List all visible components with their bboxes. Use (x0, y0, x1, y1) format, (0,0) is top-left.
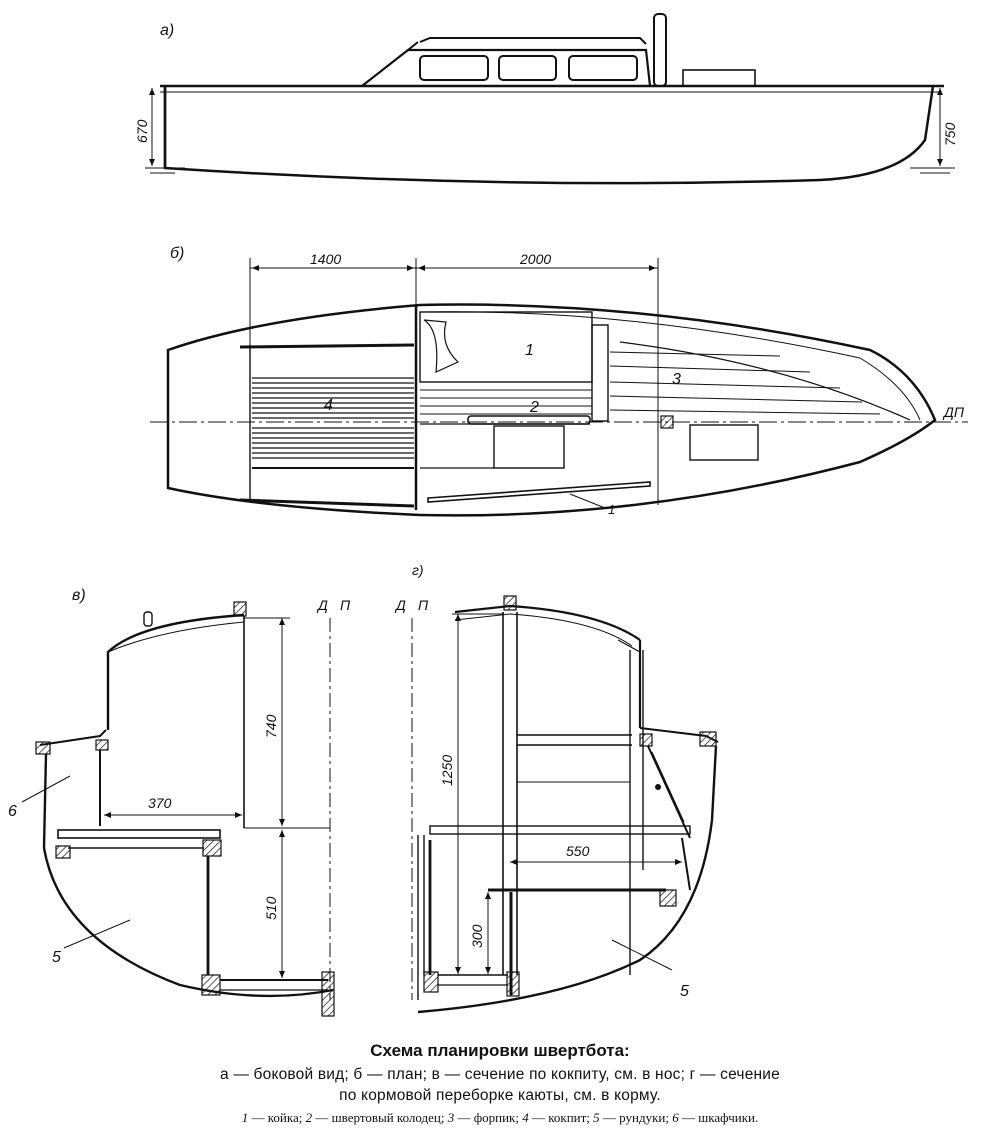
roof-section (454, 604, 641, 641)
cockpit-floor (252, 377, 414, 469)
caption-legend: 1 — койка; 2 — швертовый колодец; 3 — фо… (0, 1110, 1000, 1126)
view-v-label: в) (72, 587, 86, 604)
dim-370: 370 (148, 795, 172, 811)
dim-750: 750 (942, 122, 958, 146)
callout-1-lower: 1 (608, 502, 615, 517)
bunk-lower (427, 481, 651, 503)
hull-section-right (417, 745, 718, 1014)
callout-5-right: 5 (680, 983, 689, 1000)
label-p-right: П (418, 597, 429, 613)
legend-item: 1 — койка; (241, 1110, 306, 1125)
bunk-lower-block (493, 425, 565, 469)
legend-item: 3 — форпик; (447, 1110, 523, 1125)
label-p-left: П (340, 597, 351, 613)
callout-4: 4 (324, 397, 333, 414)
legend-item: 2 — швертовый колодец; (305, 1110, 448, 1125)
dim-2000: 2000 (519, 251, 551, 267)
label-d-right: Д (394, 597, 406, 613)
forepeak (609, 351, 881, 415)
cabinet (39, 729, 107, 746)
hull-outline (166, 303, 937, 517)
callout-2: 2 (529, 399, 539, 416)
cabin-window (419, 55, 489, 81)
dim-1400: 1400 (310, 251, 341, 267)
dim-300: 300 (469, 924, 485, 948)
seat (57, 829, 221, 839)
forward-hatch (689, 424, 759, 461)
mast-stub (653, 13, 667, 87)
view-g-label: г) (412, 562, 424, 578)
hull-section-left (42, 753, 334, 998)
boat-layout-drawing: а) 670 750 б) (8, 13, 968, 1017)
callout-1-upper: 1 (525, 342, 534, 359)
deck-inner (419, 311, 921, 421)
cabin-roof (419, 37, 647, 45)
callout-5-left: 5 (52, 949, 61, 966)
section-aft: г) (411, 562, 719, 1014)
cabin-window (568, 55, 638, 81)
caption-line-2: по кормовой переборке каюты, см. в корму… (339, 1087, 661, 1104)
legend-item: 6 — шкафчики. (672, 1110, 759, 1125)
dim-510: 510 (263, 896, 279, 920)
section-cockpit: в) (21, 587, 335, 1017)
bulkhead (591, 324, 609, 422)
pillow (423, 319, 460, 373)
view-a-label: а) (160, 22, 174, 39)
dim-550: 550 (566, 843, 590, 859)
mast-step (660, 415, 674, 429)
view-b-label: б) (170, 245, 184, 262)
callout-6: 6 (8, 803, 17, 820)
label-d-left: Д (316, 597, 328, 613)
dim-670: 670 (134, 119, 150, 143)
callout-3: 3 (672, 371, 681, 388)
legend-item: 5 — рундуки; (593, 1110, 673, 1125)
centreboard-trunk (467, 415, 591, 425)
caption-line-1: а — боковой вид; б — план; в — сечение п… (220, 1066, 780, 1083)
cabin-side (361, 48, 652, 87)
legend-item: 4 — кокпит; (522, 1110, 594, 1125)
dim-1250: 1250 (439, 755, 455, 786)
cabin-wall (106, 613, 245, 730)
hatch-block (682, 69, 756, 87)
cabin-window (498, 55, 557, 81)
side-view: а) (145, 13, 955, 185)
caption-title: Схема планировки швертбота: (370, 1041, 630, 1060)
hull-side (163, 85, 935, 185)
plan-view: б) (150, 245, 968, 517)
label-dp: ДП (942, 404, 965, 420)
dim-740: 740 (263, 714, 279, 738)
